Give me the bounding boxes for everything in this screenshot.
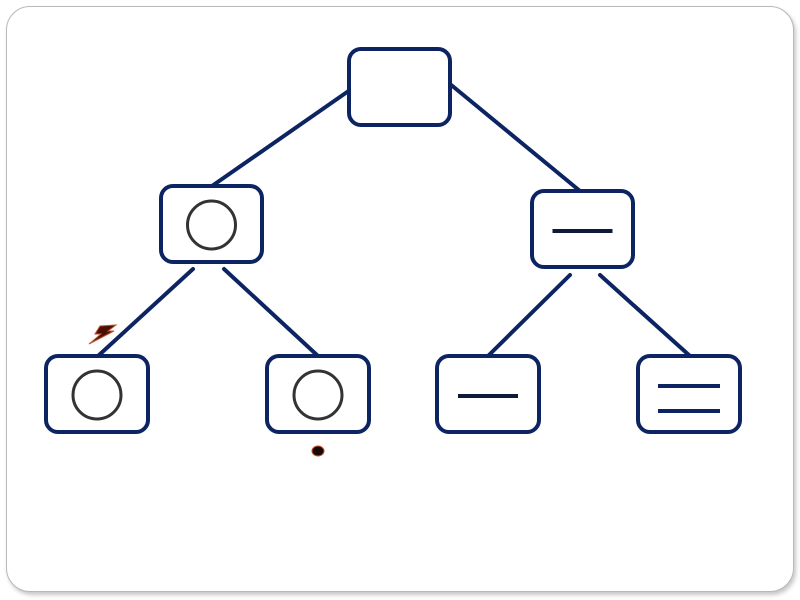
edge-root-to-right — [448, 82, 582, 193]
edge-left-to-left-right — [222, 267, 320, 358]
marks-layer — [88, 324, 325, 457]
node-left — [159, 184, 264, 264]
node-right — [530, 189, 635, 269]
edges-layer — [96, 82, 692, 358]
nodes-layer — [44, 47, 742, 434]
node-box — [636, 354, 742, 434]
edge-right-to-right-right — [598, 273, 692, 358]
node-box — [159, 184, 264, 264]
node-left-right — [265, 354, 371, 434]
dot-mark-icon — [311, 445, 325, 457]
edge-left-to-left-left — [96, 267, 195, 358]
node-box — [44, 354, 150, 434]
node-box — [265, 354, 371, 434]
node-left-left — [44, 354, 150, 434]
circle-symbol-icon — [71, 369, 123, 421]
node-right-right — [636, 354, 742, 434]
node-right-left — [435, 354, 541, 434]
double-line-symbol-icon — [658, 384, 720, 413]
circle-symbol-icon — [292, 369, 344, 421]
circle-symbol-icon — [186, 199, 237, 251]
lightning-mark-icon — [88, 324, 118, 345]
node-root — [347, 47, 452, 127]
edge-root-to-left — [210, 88, 352, 188]
node-box — [347, 47, 452, 127]
edge-right-to-right-left — [486, 273, 572, 358]
